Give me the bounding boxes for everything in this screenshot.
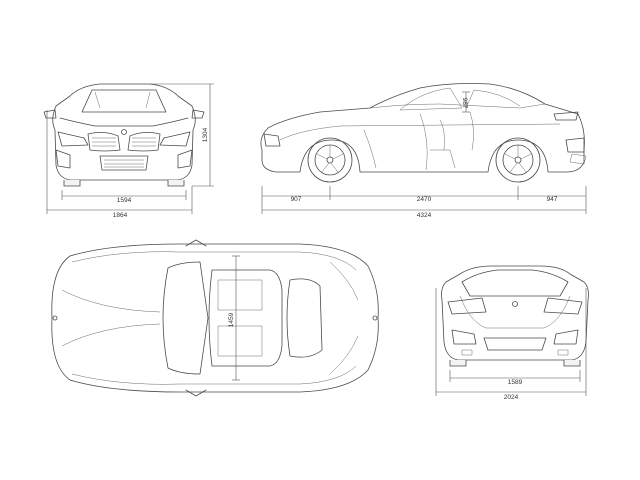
rear-width-label: 2024 (504, 394, 519, 401)
front-height-dimension: 1304 (150, 83, 214, 187)
front-track-dimension: 1594 (61, 190, 187, 204)
headroom-dimension: 987 (461, 91, 470, 113)
overall-length-label: 4324 (417, 212, 432, 219)
rear-wheel (495, 137, 541, 183)
rear-overhang-label: 947 (547, 196, 558, 203)
front-logo-icon (121, 129, 127, 135)
front-width-label: 1864 (113, 212, 128, 219)
side-segment-dimensions: 907 2470 947 (261, 186, 587, 214)
top-width-label: 1459 (228, 312, 235, 327)
top-width-dimension: 1459 (228, 255, 240, 381)
overall-length-dimension: 4324 (262, 209, 586, 219)
front-view (43, 83, 205, 187)
rear-logo-icon (512, 301, 518, 307)
rear-track-label: 1589 (508, 379, 523, 386)
rear-view (441, 265, 589, 367)
rear-width-dimension: 2024 (435, 288, 587, 401)
top-front-logo-icon (52, 315, 58, 321)
rear-track-dimension: 1589 (449, 370, 581, 386)
front-wheel (307, 137, 353, 183)
side-view (260, 83, 587, 183)
headroom-label: 987 (461, 98, 468, 109)
front-height-label: 1304 (202, 127, 209, 142)
front-overhang-label: 907 (291, 196, 302, 203)
wheelbase-label: 2470 (417, 196, 432, 203)
front-width-dimension: 1864 (46, 110, 193, 219)
top-rear-logo-icon (372, 315, 378, 321)
top-view (51, 239, 379, 397)
front-track-label: 1594 (117, 197, 132, 204)
